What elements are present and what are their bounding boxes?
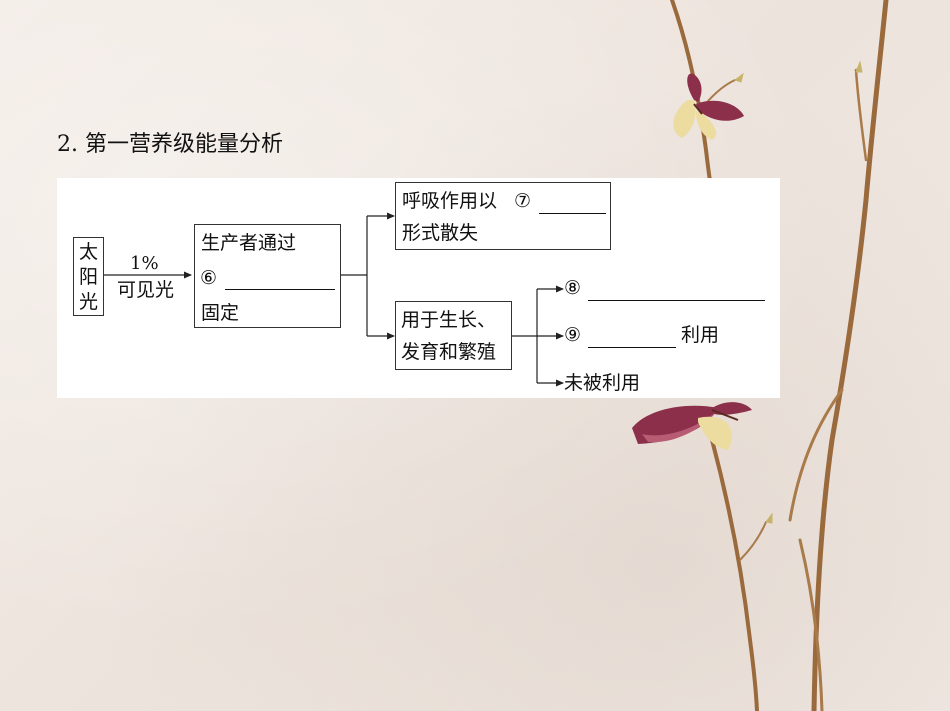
respiration-line1: 呼吸作用以 xyxy=(402,190,498,212)
blank-9 xyxy=(588,347,676,348)
item10-text: 未被利用 xyxy=(564,372,641,394)
main-stalk xyxy=(811,0,889,711)
sun-char-3: 光 xyxy=(79,291,99,313)
sun-box: 太 阳 光 xyxy=(73,237,104,316)
arrow-label-percent: 1% xyxy=(130,253,159,274)
right-twig xyxy=(854,68,868,162)
blank-6-mark: ⑥ xyxy=(200,267,218,289)
growth-line1: 用于生长、 xyxy=(401,309,497,331)
producer-box: 生产者通过 ⑥ 固定 xyxy=(194,224,341,328)
blank-7 xyxy=(539,213,606,214)
producer-line3: 固定 xyxy=(201,302,240,324)
moth-lower xyxy=(632,402,752,450)
growth-line2: 发育和繁殖 xyxy=(401,341,497,363)
lower-twig xyxy=(739,521,767,561)
bottom-branch xyxy=(798,538,824,711)
moth-upper xyxy=(673,73,744,140)
sun-char-2: 阳 xyxy=(79,266,99,288)
lower-branch xyxy=(710,438,759,711)
energy-flow-diagram: 太 阳 光 1% 可见光 生产者通过 ⑥ 固定 呼吸作用以 ⑦ 形式散失 用于生… xyxy=(57,178,780,398)
blank-6 xyxy=(225,289,335,290)
producer-line1: 生产者通过 xyxy=(201,232,297,254)
sun-char-1: 太 xyxy=(79,241,99,263)
blank-7-mark: ⑦ xyxy=(514,190,532,212)
item9-text: 利用 xyxy=(681,324,720,346)
blank-9-mark: ⑨ xyxy=(564,324,582,346)
growth-box: 用于生长、 发育和繁殖 xyxy=(395,301,512,370)
respiration-box: 呼吸作用以 ⑦ 形式散失 xyxy=(395,182,611,250)
respiration-line2: 形式散失 xyxy=(402,222,479,244)
blank-8 xyxy=(588,300,765,301)
page-title: 2. 第一营养级能量分析 xyxy=(57,132,283,157)
arrow-label-visible-light: 可见光 xyxy=(117,279,175,301)
blank-8-mark: ⑧ xyxy=(564,277,582,299)
side-branch xyxy=(788,388,844,522)
connector-lines xyxy=(103,212,564,387)
